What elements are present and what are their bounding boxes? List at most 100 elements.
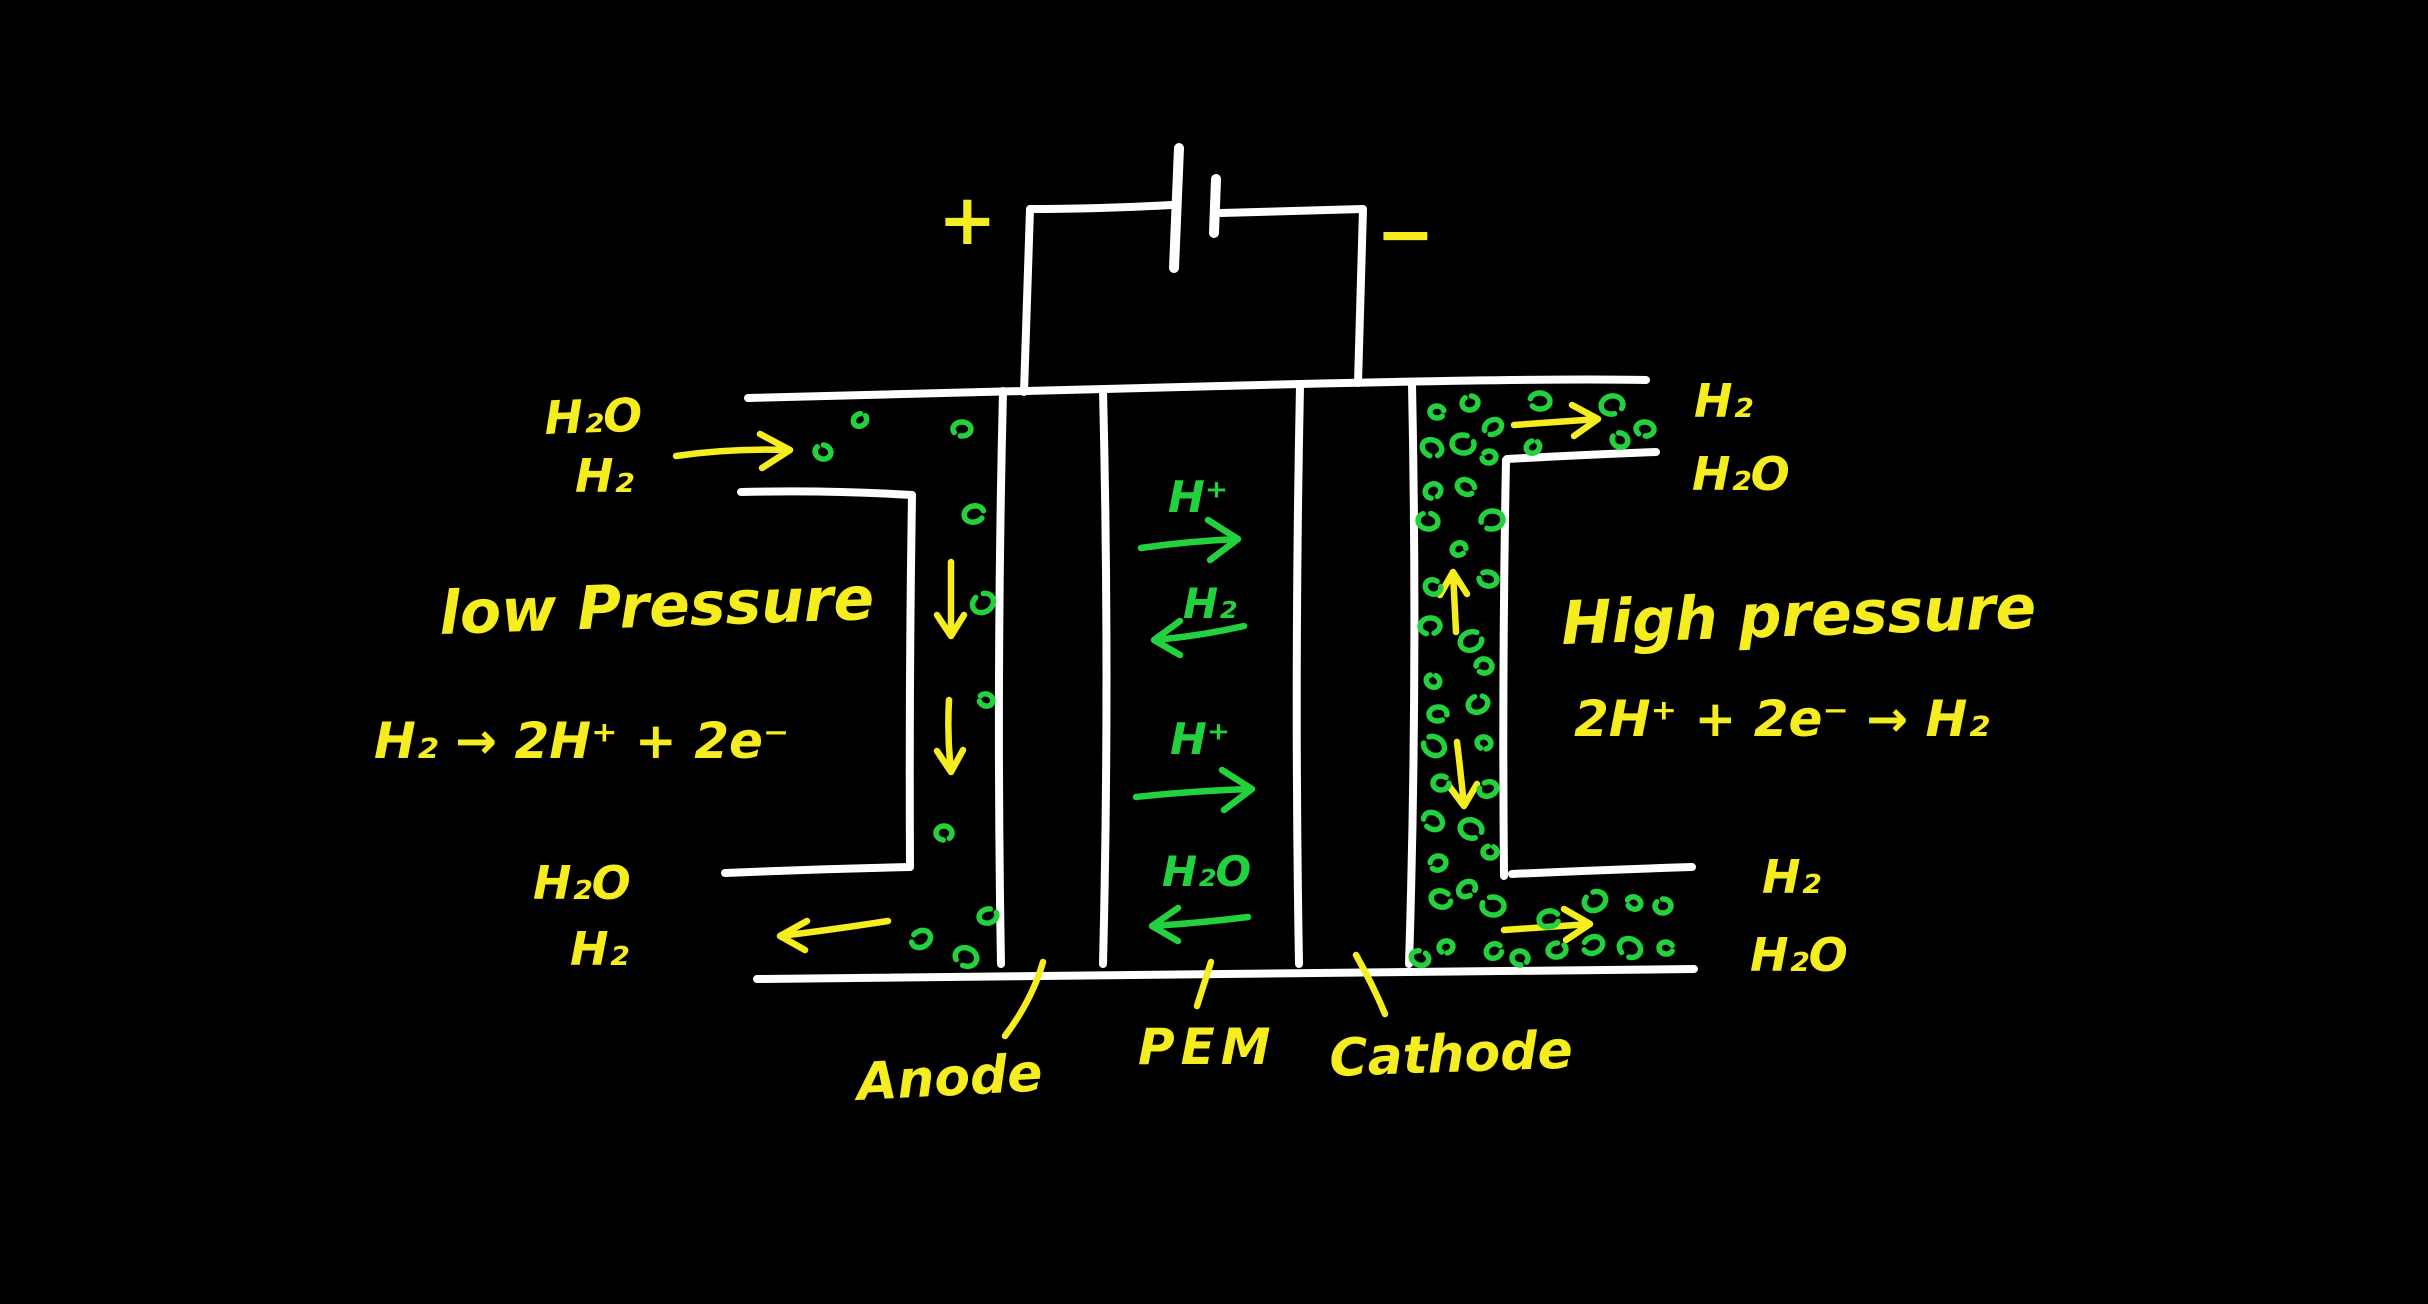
h2-molecule-icon (976, 691, 996, 709)
h2-molecule-icon (1457, 817, 1485, 841)
h2-molecule-icon (1509, 948, 1531, 968)
proton-flux-top-label: H⁺ (1168, 472, 1228, 523)
water-back-flux-arrow (1148, 904, 1252, 945)
anode-label: Anode (852, 1043, 1044, 1113)
anode-reaction-label: H₂ → 2H⁺ + 2e⁻ (374, 712, 789, 770)
h2-molecule-icon (1481, 416, 1505, 438)
h2-molecule-icon (1580, 933, 1606, 957)
h2-molecules (812, 390, 1676, 970)
bottom-right-h2-label: H₂ (1762, 850, 1821, 904)
h2-molecule-icon (1465, 692, 1491, 716)
h2-molecule-icon (1420, 733, 1448, 759)
h2-molecule-icon (1581, 888, 1609, 914)
bottom-left-outlet-upper-wall (721, 863, 914, 877)
h2-molecule-icon (812, 442, 834, 462)
high-pressure-label: High pressure (1560, 572, 2037, 659)
h2-molecule-icon (1656, 939, 1676, 957)
battery-plate-short (1209, 174, 1221, 238)
h2-molecule-icon (1455, 878, 1479, 900)
right-chamber-down-arrow (1445, 738, 1481, 810)
anode-leader-line (1001, 958, 1047, 1040)
low-pressure-label: low Pressure (438, 564, 875, 649)
left-chamber-down-arrow-top (933, 558, 968, 640)
h2-molecule-icon (1428, 888, 1454, 910)
h2-molecule-icon (1479, 894, 1507, 918)
h2-molecule-icon (961, 503, 987, 525)
battery-negative-label: − (1376, 193, 1435, 275)
h2-molecule-icon (1474, 734, 1494, 752)
h2-molecule-icon (1476, 779, 1500, 799)
cathode-left-line (1292, 382, 1304, 968)
h2-molecule-icon (1449, 540, 1469, 558)
h2-molecule-icon (1423, 671, 1443, 691)
left-chamber-down-arrow-bottom (933, 696, 967, 776)
proton-flux-arrow-bottom (1132, 766, 1256, 814)
h2-molecule-icon (1480, 843, 1500, 861)
h2-molecule-icon (908, 927, 934, 951)
h2-molecule-icon (1609, 430, 1631, 450)
h2-molecule-icon (1479, 448, 1499, 466)
h2-molecule-icon (976, 906, 1000, 926)
h2-molecule-icon (1598, 393, 1626, 417)
pem-leader-line (1193, 958, 1215, 1010)
h2-molecule-icon (850, 410, 870, 430)
h2-molecule-icon (1426, 704, 1450, 724)
h2-molecule-icon (1473, 656, 1495, 676)
cell-top-line (744, 375, 1650, 402)
battery-positive-label: + (938, 179, 997, 261)
inlet-h2o-label: H₂O (543, 388, 643, 445)
h2-molecule-icon (1449, 432, 1477, 456)
h2-molecule-icon (1422, 481, 1444, 501)
h2-molecule-icon (1527, 390, 1553, 412)
h2-molecule-icon (950, 419, 974, 439)
flow-arrows (672, 401, 1602, 1040)
cathode-reaction-label: 2H⁺ + 2e⁻ → H₂ (1574, 690, 1989, 748)
battery-plate-long (1169, 143, 1184, 273)
h2-molecule-icon (1478, 508, 1506, 532)
bottom-right-outlet-upper-wall (1508, 863, 1696, 878)
labels: + − H₂O H₂ low Pressure H₂ → 2H⁺ + 2e⁻ H… (374, 179, 2037, 1113)
water-back-flux-label: H₂O (1162, 847, 1251, 896)
h2-molecule-icon (1459, 393, 1481, 413)
cathode-label: Cathode (1328, 1021, 1573, 1089)
h2-molecule-icon (1422, 577, 1444, 597)
h2-molecule-icon (1436, 938, 1456, 956)
h2-molecule-icon (1652, 896, 1674, 916)
pem-label: PEM (1138, 1018, 1277, 1076)
bottom-left-outlet-arrow (776, 917, 892, 954)
h2-molecule-icon (969, 590, 997, 616)
h2-molecule-icon (1419, 436, 1445, 460)
h2-molecule-icon (952, 944, 980, 970)
h2-molecule-icon (1536, 908, 1562, 930)
membrane-arrows (1132, 516, 1256, 945)
top-right-outlet-lower-wall (1503, 448, 1660, 463)
top-right-h2-label: H₂ (1694, 374, 1753, 428)
h2-molecule-icon (1454, 476, 1478, 498)
h2-molecule-icon (1624, 894, 1644, 912)
h2-back-diffusion-arrow (1150, 617, 1248, 659)
top-right-h2o-label: H₂O (1692, 447, 1790, 501)
h2-molecule-icon (1633, 419, 1657, 439)
cell-bottom-line (753, 965, 1698, 983)
h2-molecule-icon (1408, 947, 1432, 969)
h2-molecule-icon (1417, 615, 1443, 637)
h2-molecule-icon (1430, 773, 1452, 793)
cathode-right-line (1405, 380, 1419, 968)
proton-flux-bottom-label: H⁺ (1170, 714, 1230, 765)
cell-structure (721, 143, 1698, 983)
left-chamber-wall (905, 491, 916, 871)
anode-right-line (1099, 386, 1111, 968)
anode-left-line (994, 387, 1007, 968)
bottom-right-h2o-label: H₂O (1750, 928, 1848, 982)
h2-molecule-icon (1427, 853, 1449, 873)
h2-molecule-icon (933, 823, 955, 843)
bottom-left-h2o-label: H₂O (533, 856, 631, 910)
h2-molecule-icon (1483, 940, 1505, 962)
top-right-outlet-arrow (1510, 401, 1602, 440)
h2-back-diffusion-label: H₂ (1183, 579, 1237, 628)
h2-molecule-icon (1616, 935, 1644, 961)
h2-molecule-icon (1523, 437, 1543, 457)
cathode-leader-line (1352, 951, 1389, 1018)
